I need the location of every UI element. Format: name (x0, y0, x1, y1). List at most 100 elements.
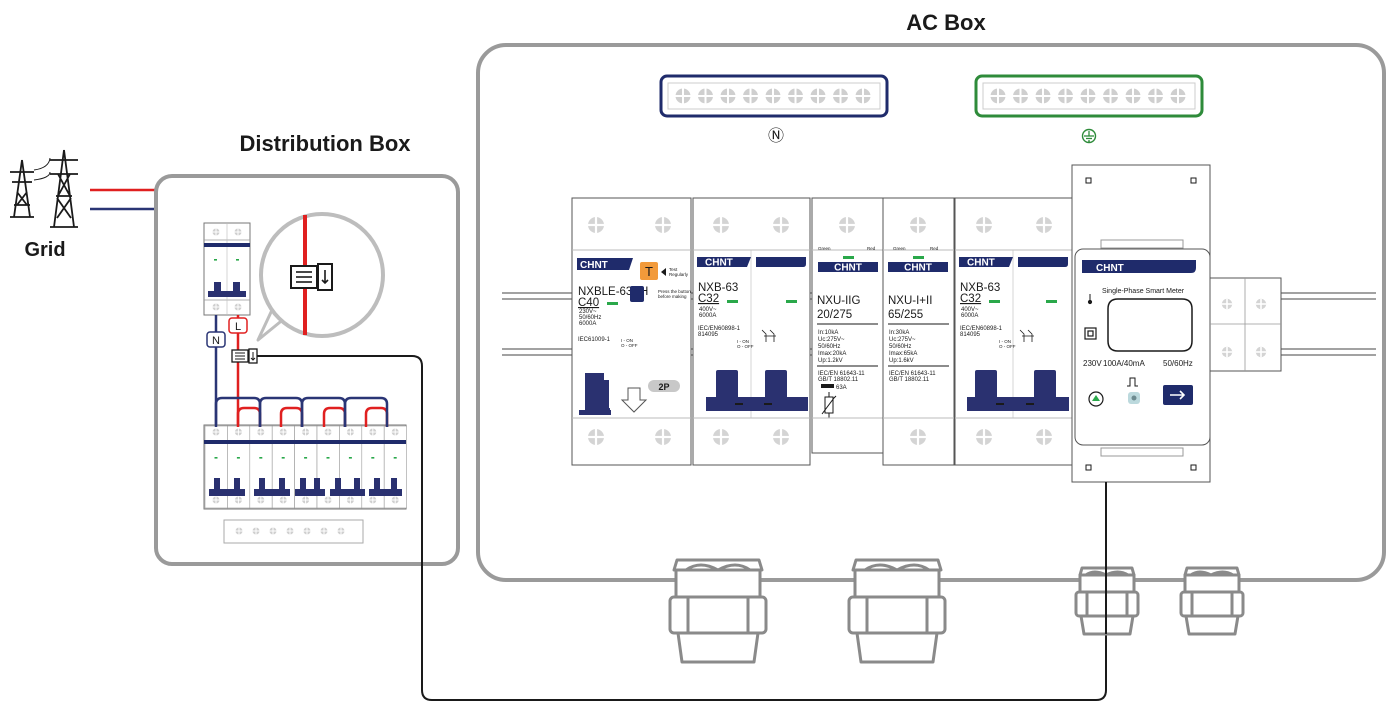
svg-text:Up:1.6kV: Up:1.6kV (889, 358, 914, 364)
svg-text:O - OFF: O - OFF (737, 344, 754, 349)
ac-box-title: AC Box (906, 10, 986, 35)
svg-text:Regularly: Regularly (669, 272, 689, 277)
meter-title: Single-Phase Smart Meter (1102, 288, 1185, 295)
svg-text:I - ON: I - ON (999, 339, 1011, 344)
earth-symbol-icon (1081, 128, 1097, 144)
varistor-icon (821, 392, 837, 418)
rcbo-off: O - OFF (621, 343, 638, 348)
rcbo-indicator (607, 302, 618, 305)
grid-label: Grid (24, 239, 65, 261)
rcbo-standard: IEC61009-1 (578, 337, 611, 343)
svg-text:50/60Hz: 50/60Hz (818, 344, 840, 350)
mcb-breaker-1[interactable]: CHNT NXB-63 C32 400V~ 6000A IEC/EN60898-… (692, 197, 811, 466)
svg-text:CHNT: CHNT (967, 258, 995, 269)
svg-text:20/275: 20/275 (817, 309, 852, 321)
svg-text:Red: Red (930, 246, 939, 251)
svg-text:In:30kA: In:30kA (889, 330, 909, 336)
svg-text:Uc:275V~: Uc:275V~ (889, 337, 916, 343)
neutral-symbol-icon: Ⓝ (768, 127, 784, 145)
svg-text:814095: 814095 (698, 332, 719, 338)
svg-text:6000A: 6000A (961, 313, 978, 319)
svg-text:Green: Green (893, 246, 906, 251)
arrow-down-icon (620, 387, 648, 413)
ct-signal-cable (257, 355, 1107, 701)
spd-surge-protector-1[interactable]: Green Red CHNT NXU-IIG 20/275 In:10kA Uc… (811, 197, 884, 454)
rcbo-rating: C40 (578, 297, 599, 309)
ct-clamp-icon (231, 348, 258, 364)
rcbo-spec-0: 230V~ (579, 309, 597, 315)
smart-meter[interactable]: CHNT Single-Phase Smart Meter 230V 100A/… (1071, 164, 1211, 483)
svg-text:C32: C32 (698, 293, 719, 305)
svg-text:Up:1.2kV: Up:1.2kV (818, 358, 843, 364)
svg-text:400V~: 400V~ (699, 307, 717, 313)
svg-text:Press the button: Press the button (658, 289, 691, 294)
svg-text:NXU-I+II: NXU-I+II (888, 295, 932, 307)
rcbo-poles: 2P (658, 382, 669, 392)
svg-text:O - OFF: O - OFF (999, 344, 1016, 349)
distribution-breaker-bank (203, 424, 407, 510)
svg-text:Imax:65kA: Imax:65kA (889, 351, 917, 357)
svg-text:Test: Test (669, 267, 678, 272)
svg-text:100A/40mA: 100A/40mA (1103, 359, 1145, 368)
svg-text:400V~: 400V~ (961, 307, 979, 313)
svg-text:Uc:275V~: Uc:275V~ (818, 337, 845, 343)
meter-display (1107, 298, 1193, 352)
earth-busbar-screws (990, 88, 1186, 104)
svg-text:CHNT: CHNT (834, 263, 862, 274)
svg-text:63A: 63A (836, 385, 847, 391)
mcb-breaker-2[interactable]: CHNT NXB-63 C32 400V~ 6000A IEC/EN60898-… (954, 197, 1073, 466)
neutral-busbar-screws (675, 88, 871, 104)
svg-text:IEC/EN60898-1: IEC/EN60898-1 (698, 326, 741, 332)
power-pylon-icon (10, 149, 78, 228)
svg-text:CHNT: CHNT (1096, 263, 1124, 274)
cable-gland-1 (668, 558, 768, 664)
rcbo-spec-1: 50/60Hz (579, 315, 601, 321)
svg-text:Red: Red (867, 246, 876, 251)
svg-text:C32: C32 (960, 293, 981, 305)
svg-text:NXU-IIG: NXU-IIG (817, 295, 861, 307)
svg-text:T: T (645, 264, 653, 279)
cable-gland-4 (1179, 566, 1245, 636)
terminal-block (1209, 277, 1282, 372)
svg-text:230V: 230V (1083, 359, 1102, 368)
svg-text:6000A: 6000A (699, 313, 716, 319)
svg-text:CHNT: CHNT (705, 258, 733, 269)
svg-text:GB/T 18802.11: GB/T 18802.11 (889, 377, 930, 383)
svg-text:IEC/EN60898-1: IEC/EN60898-1 (960, 326, 1003, 332)
svg-text:50/60Hz: 50/60Hz (889, 344, 911, 350)
svg-text:before making: before making (658, 294, 687, 299)
spd-surge-protector-2[interactable]: Green Red CHNT NXU-I+II 65/255 In:30kA U… (882, 197, 955, 466)
svg-text:Imax:20kA: Imax:20kA (818, 351, 846, 357)
svg-text:814095: 814095 (960, 332, 981, 338)
pole-symbol-icon (1019, 329, 1034, 342)
svg-text:N: N (212, 335, 220, 347)
distribution-box-title: Distribution Box (239, 131, 411, 156)
svg-text:Green: Green (818, 246, 831, 251)
jumper-wire (343, 396, 389, 427)
svg-text:NXB-63: NXB-63 (960, 282, 1000, 294)
line-tag: L (228, 317, 248, 334)
rcbo-handle (585, 380, 609, 412)
rcbo-brand: CHNT (580, 260, 608, 271)
double-insulation-icon (1084, 327, 1097, 340)
svg-text:GB/T 18802.11: GB/T 18802.11 (818, 377, 859, 383)
cable-gland-2 (847, 558, 947, 664)
ct-zoom-callout (256, 212, 385, 342)
distribution-main-breaker (203, 222, 251, 316)
svg-text:L: L (235, 321, 241, 333)
svg-text:IEC/EN 61643-11: IEC/EN 61643-11 (889, 371, 936, 377)
svg-text:IEC/EN 61643-11: IEC/EN 61643-11 (818, 371, 865, 377)
rcbo-on: I - ON (621, 338, 633, 343)
neutral-tag: N (206, 331, 226, 348)
svg-text:CHNT: CHNT (904, 263, 932, 274)
svg-text:In:10kA: In:10kA (818, 330, 838, 336)
thermometer-icon (1087, 294, 1093, 305)
pole-symbol-icon (761, 329, 776, 342)
test-button[interactable] (640, 262, 658, 280)
svg-text:65/255: 65/255 (888, 309, 923, 321)
reset-button-icon (630, 286, 644, 302)
distribution-neutral-bar (223, 519, 364, 544)
svg-text:50/60Hz: 50/60Hz (1163, 359, 1193, 368)
rcbo-breaker[interactable]: CHNT NXBLE-63YH C40 230V~ 50/60Hz 6000A … (571, 197, 692, 466)
